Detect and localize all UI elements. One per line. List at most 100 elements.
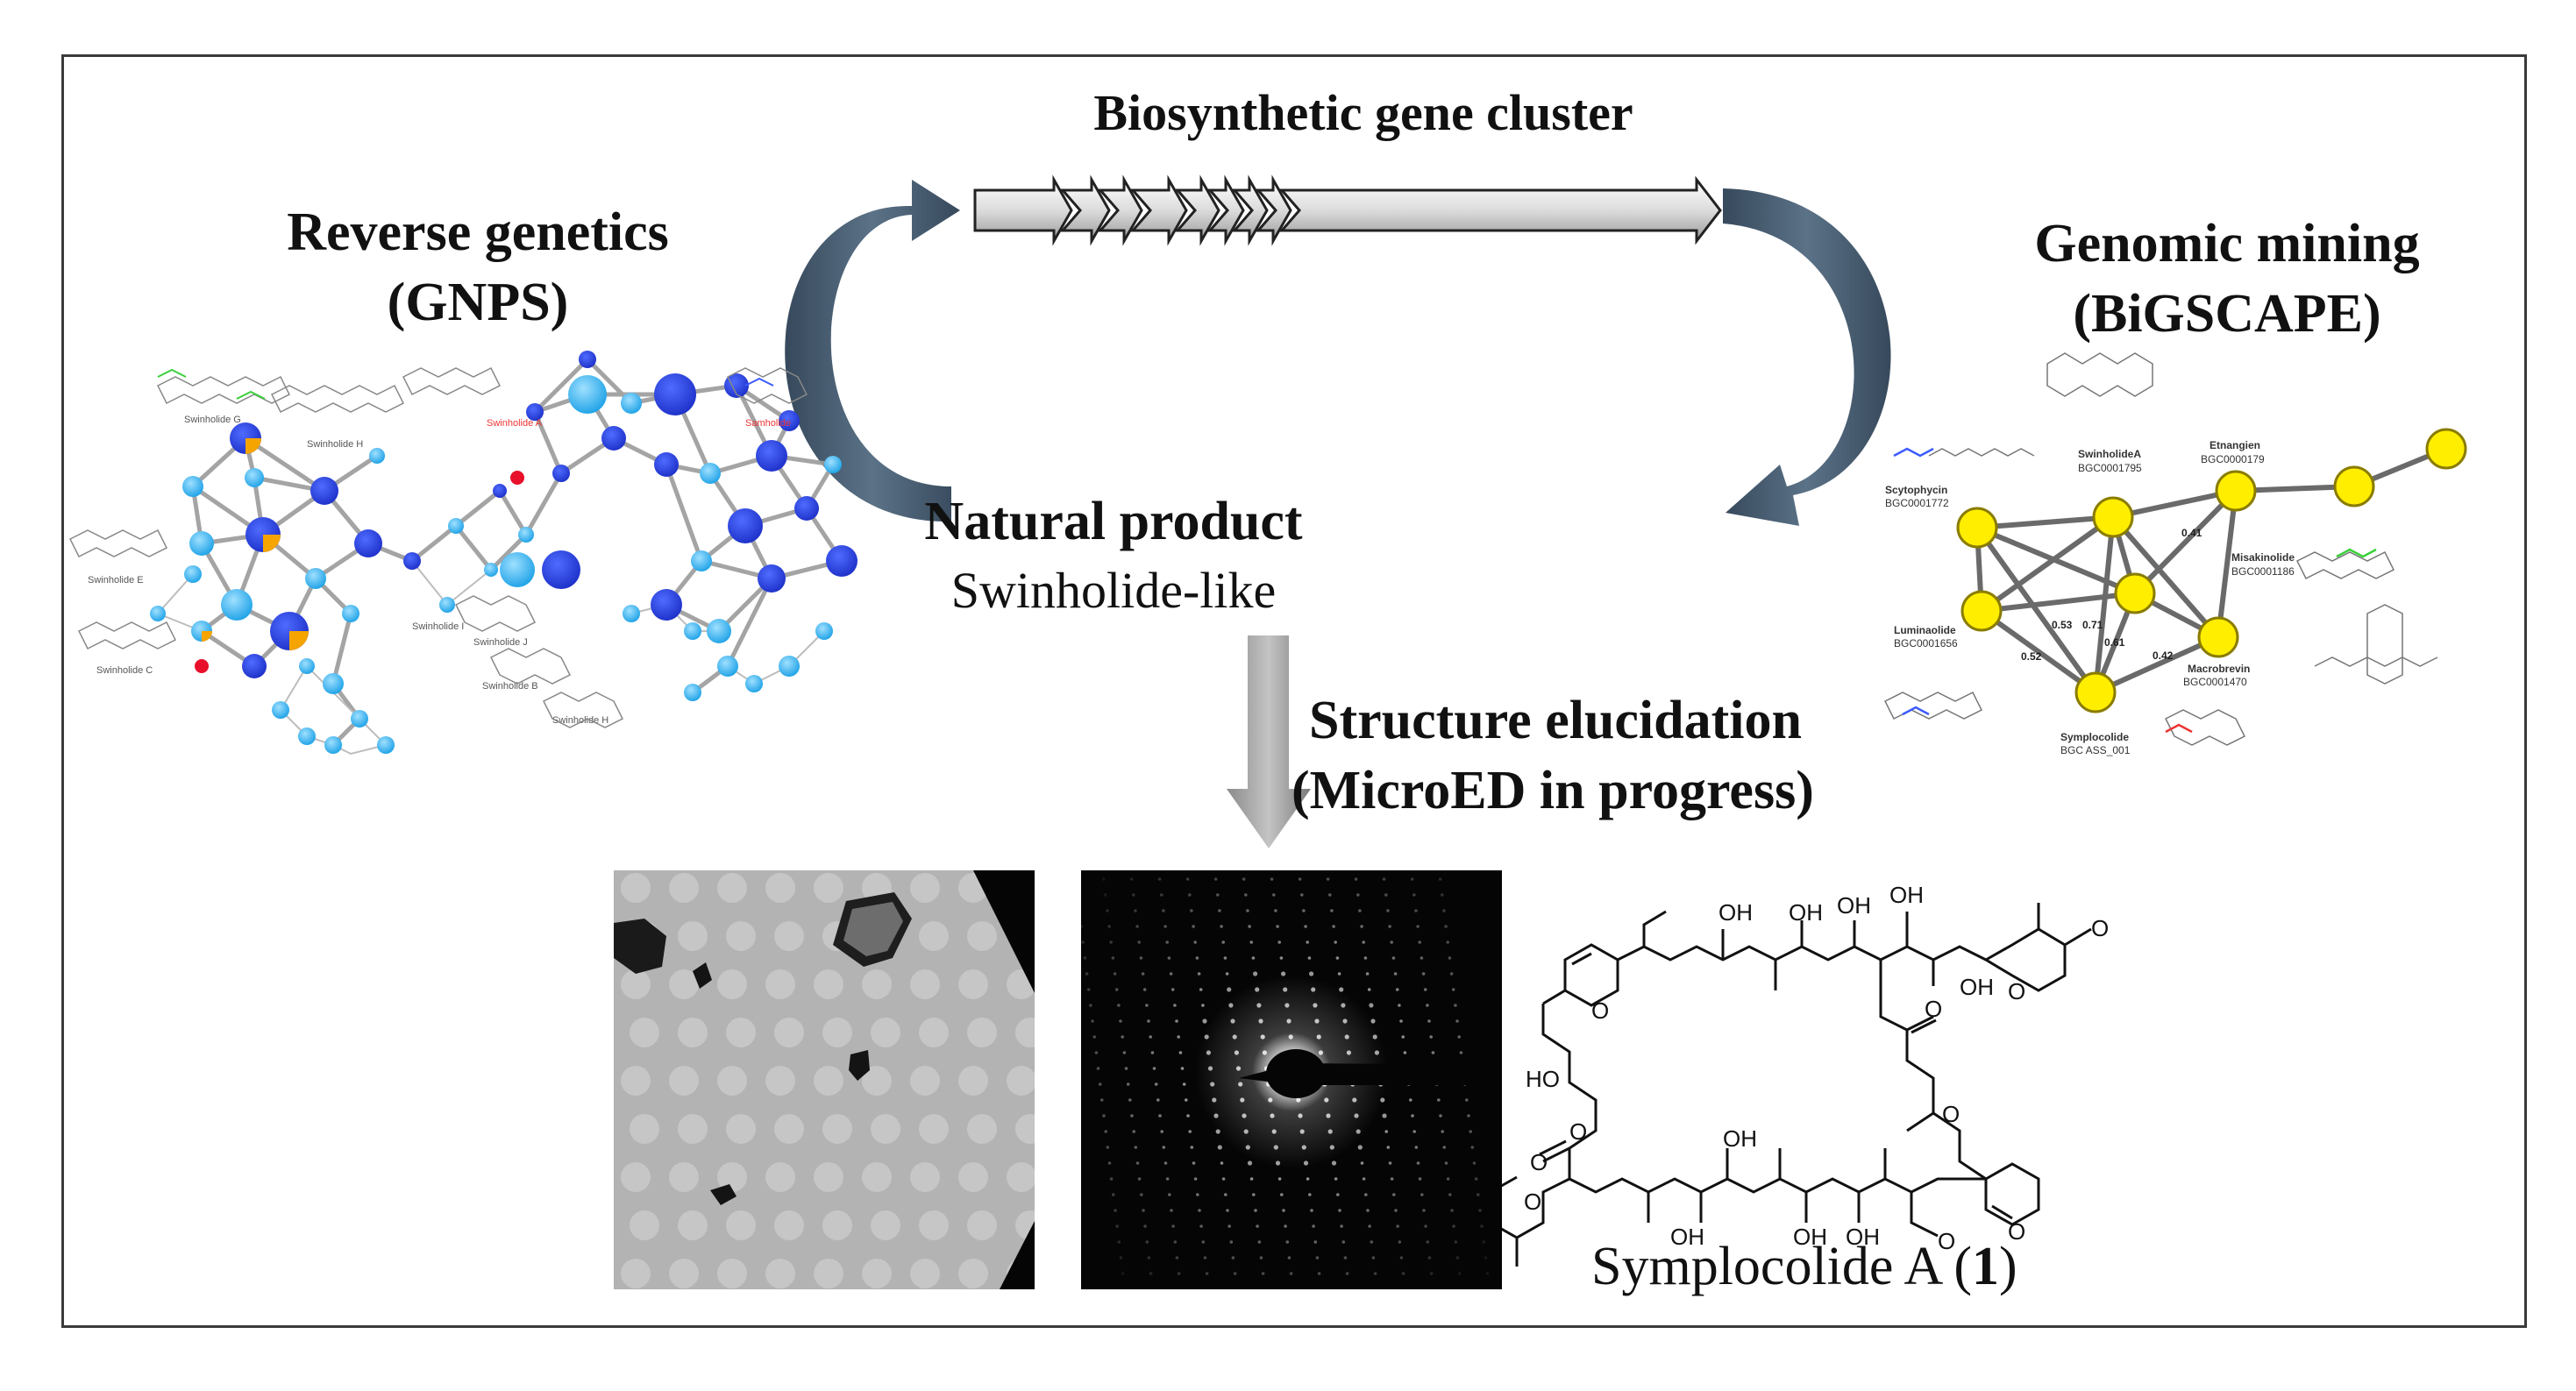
grid-hole (919, 1114, 949, 1144)
edge-label-1: 0.41 (2181, 527, 2202, 539)
diffraction-spot (1226, 1209, 1229, 1212)
diffraction-spot (1253, 971, 1258, 976)
diffraction-spot (1414, 1146, 1419, 1149)
diffraction-spot (1141, 972, 1145, 976)
diffraction-spot (1104, 1130, 1107, 1133)
diffraction-spot (1167, 956, 1171, 960)
atom-o-4: O (2091, 915, 2109, 941)
bigscape-node (2114, 572, 2156, 614)
diffraction-spot (1469, 1130, 1472, 1133)
grid-hole (967, 921, 997, 951)
diffraction-spot (1218, 909, 1221, 912)
edge-label-3: 0.71 (2082, 619, 2103, 631)
node-id-scytophycin: BGC0001772 (1885, 497, 1949, 509)
grid-hole (1007, 1162, 1035, 1192)
grid-hole (717, 969, 747, 999)
diffraction-spot (1298, 877, 1302, 881)
diffraction-spot (1104, 893, 1107, 897)
gnps-node (728, 508, 763, 543)
diffraction-spot (1386, 1146, 1391, 1149)
diffraction-spot (1371, 1256, 1376, 1260)
diffraction-spot (1112, 1193, 1115, 1196)
edge-label-2: 0.53 (2052, 619, 2073, 631)
diffraction-spot (1411, 1114, 1414, 1118)
gnps-node-red (195, 659, 209, 673)
diffraction-spot (1233, 1272, 1237, 1275)
grid-hole (774, 1114, 804, 1144)
diffraction-spot (1399, 1256, 1404, 1260)
diffraction-spot (1274, 909, 1277, 912)
gnps-node (242, 654, 267, 678)
grid-hole (765, 1259, 795, 1288)
chemical-structure (1468, 903, 2092, 1267)
diffraction-spot (1398, 1240, 1402, 1244)
diffraction-spot (1485, 1272, 1490, 1275)
diffraction-spot (1201, 1240, 1206, 1244)
grid-hole (774, 1018, 804, 1047)
diffraction-spot (1309, 971, 1314, 976)
title-genomic-mining: Genomic mining (2034, 214, 2420, 273)
atom-o-1: O (1591, 997, 1609, 1024)
diffraction-spot (1360, 925, 1363, 928)
grid-hole (822, 1114, 852, 1144)
atom-oh-1: OH (1719, 899, 1753, 926)
bigscape-node (2425, 428, 2467, 470)
grid-hole (717, 1162, 747, 1192)
gnps-node (369, 448, 385, 464)
gnps-node (717, 656, 738, 677)
atom-oh-4: OH (1889, 882, 1924, 908)
diffraction-spot (1114, 988, 1119, 991)
gnps-node (493, 484, 507, 498)
compound-name: Symplocolide A (1) (1591, 1236, 2017, 1298)
diffraction-spot (1156, 1098, 1160, 1102)
gnps-node (245, 468, 264, 487)
diffraction-spot (1149, 1272, 1153, 1275)
compound-name-close: ) (1999, 1237, 2017, 1296)
diffraction-spot (1106, 1146, 1110, 1149)
diffraction-spot (1401, 1272, 1405, 1275)
title-biosynthetic-gene-cluster: Biosynthetic gene cluster (1093, 84, 1633, 141)
diffraction-spot (1477, 1193, 1480, 1196)
atom-oh-6: OH (1670, 1224, 1704, 1250)
gnps-node (826, 545, 857, 577)
diffraction-spot (1147, 1256, 1151, 1260)
diffraction-spot (1221, 940, 1225, 944)
diffraction-spot (1367, 988, 1371, 991)
diffraction-spot (1369, 1003, 1374, 1008)
diffraction-spot (1119, 1019, 1122, 1023)
diffraction-spot (1228, 1224, 1231, 1228)
node-label-etnangien: Etnangien (2210, 439, 2260, 451)
grid-hole (862, 1066, 892, 1096)
diffraction-spot (1474, 1177, 1478, 1181)
diffraction-spot (1452, 1224, 1455, 1228)
diffraction-spot (1340, 1224, 1343, 1228)
diffraction-spot (1160, 893, 1163, 897)
diffraction-spot (1441, 893, 1444, 897)
diffraction-spot (1227, 987, 1232, 992)
diffraction-spot (1446, 1177, 1450, 1181)
diffraction-spot (1177, 1035, 1180, 1039)
diffraction-spot (1455, 1019, 1459, 1023)
diffraction-spot (1413, 1130, 1416, 1133)
diffraction-spot (1217, 1145, 1222, 1150)
diffraction-spot (1384, 1130, 1388, 1133)
grid-hole (621, 969, 651, 999)
gnps-node (150, 606, 166, 621)
gnps-node (439, 597, 455, 613)
diffraction-spot (1195, 956, 1199, 960)
grid-hole (621, 1162, 651, 1192)
diffraction-spot (1345, 1272, 1349, 1275)
diffraction-image (1081, 870, 1502, 1289)
gnps-node (500, 552, 535, 587)
diffraction-spot (1129, 877, 1134, 881)
diffraction-spot (1220, 1161, 1224, 1165)
gnps-node-wedge (246, 438, 261, 454)
diffraction-spot (1470, 1146, 1475, 1149)
diffraction-spot (1111, 956, 1115, 960)
diffraction-spot (1140, 1193, 1143, 1196)
diffraction-spot (1092, 1035, 1096, 1039)
diffraction-spot (1398, 1004, 1401, 1007)
node-label-symplocolide: Symplocolide (2060, 731, 2129, 743)
gnps-node (684, 684, 701, 701)
diffraction-spot (1373, 1272, 1377, 1275)
